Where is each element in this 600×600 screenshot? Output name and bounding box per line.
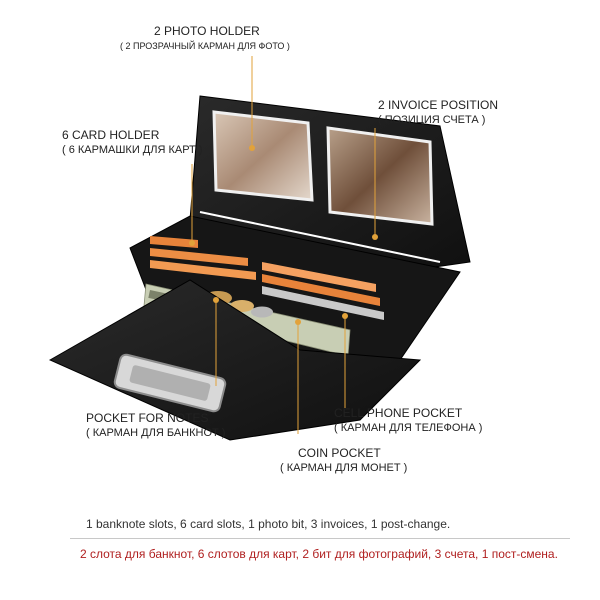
- callout-invoice-title: 2 INVOICE POSITION: [378, 98, 499, 112]
- card-slot-3: [150, 260, 256, 280]
- callout-invoice-position: 2 INVOICE POSITION ( ПОЗИЦИЯ СЧЕТА ): [378, 98, 498, 128]
- callout-card-holder: 6 CARD HOLDER ( 6 КАРМАШКИ ДЛЯ КАРТ ): [62, 128, 203, 158]
- caption-russian: 2 слота для банкнот, 6 слотов для карт, …: [80, 547, 558, 561]
- callout-card-holder-subtitle: ( 6 КАРМАШКИ ДЛЯ КАРТ ): [62, 144, 203, 156]
- callout-photo-holder: 2 PHOTO HOLDER ( 2 ПРОЗРАЧНЫЙ КАРМАН ДЛЯ…: [120, 24, 290, 54]
- dot-photo-holder: [249, 145, 255, 151]
- caption-english: 1 banknote slots, 6 card slots, 1 photo …: [86, 517, 451, 531]
- leader-dots: [189, 145, 378, 325]
- callout-invoice-subtitle: ( ПОЗИЦИЯ СЧЕТА ): [378, 114, 486, 126]
- photo-window-left: [212, 110, 314, 202]
- callout-photo-holder-title: 2 PHOTO HOLDER: [154, 24, 260, 38]
- callout-card-holder-title: 6 CARD HOLDER: [62, 128, 160, 142]
- dot-notes: [213, 297, 219, 303]
- card-slot-1: [150, 236, 198, 248]
- callout-cell-phone: CELL PHONE POCKET ( КАРМАН ДЛЯ ТЕЛЕФОНА …: [334, 406, 482, 436]
- callout-coin-subtitle: ( КАРМАН ДЛЯ МОНЕТ ): [280, 462, 408, 474]
- dot-card-holder: [189, 240, 195, 246]
- leader-lines: [191, 56, 376, 434]
- photo-window-right: [326, 126, 434, 226]
- callout-pocket-notes: POCKET FOR NOTES ( КАРМАН ДЛЯ БАНКНОТ ): [86, 411, 225, 441]
- callout-cell-phone-title: CELL PHONE POCKET: [334, 406, 463, 420]
- wallet-clasp-inner: [129, 365, 211, 401]
- dot-invoice: [372, 234, 378, 240]
- coin-3: [251, 306, 273, 318]
- callout-pocket-notes-subtitle: ( КАРМАН ДЛЯ БАНКНОТ ): [86, 427, 226, 439]
- callout-pocket-notes-title: POCKET FOR NOTES: [86, 411, 209, 425]
- wallet-front-flap: [48, 279, 422, 441]
- callout-coin-pocket: COIN POCKET ( КАРМАН ДЛЯ МОНЕТ ): [280, 446, 407, 476]
- flap-edge-stripe: [199, 211, 441, 263]
- callout-coin-title: COIN POCKET: [298, 446, 381, 460]
- dot-cell-phone: [342, 313, 348, 319]
- callout-photo-holder-subtitle: ( 2 ПРОЗРАЧНЫЙ КАРМАН ДЛЯ ФОТО ): [120, 41, 290, 51]
- caption-divider: [70, 538, 570, 539]
- card-slot-2: [150, 248, 248, 266]
- dot-coin: [295, 319, 301, 325]
- card-slot-4: [262, 262, 376, 292]
- card-slot-5: [262, 274, 380, 306]
- callout-cell-phone-subtitle: ( КАРМАН ДЛЯ ТЕЛЕФОНА ): [334, 422, 483, 434]
- card-slot-6: [262, 286, 384, 320]
